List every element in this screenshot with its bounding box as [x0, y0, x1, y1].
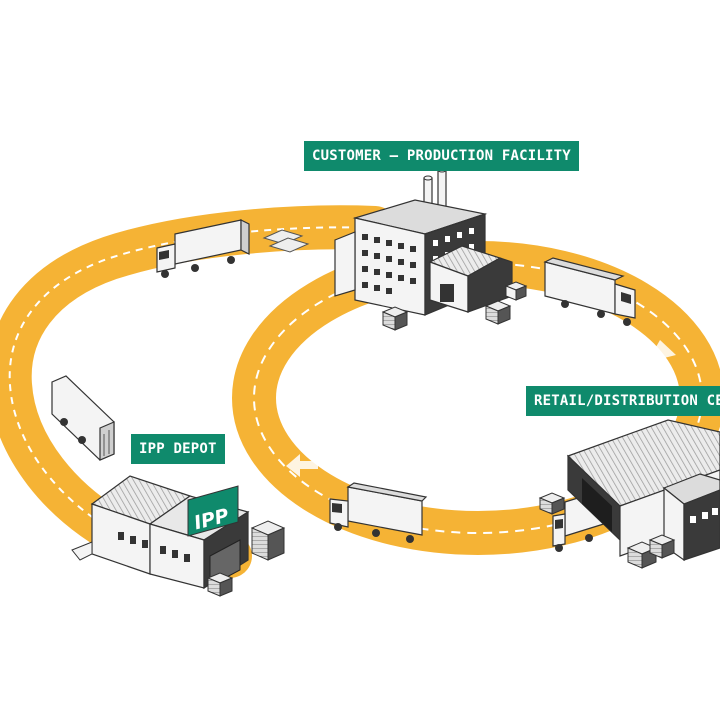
trailer-left [51, 375, 115, 461]
label-customer-production-facility: CUSTOMER – PRODUCTION FACILITY [304, 141, 579, 171]
truck-bottom-middle [329, 482, 428, 543]
outer-road-center-line [8, 226, 376, 541]
truck-top-right [543, 257, 636, 326]
label-retail-distribution-center: RETAIL/DISTRIBUTION CE [526, 386, 720, 416]
arrow-icon [112, 294, 152, 314]
arrow-icon [286, 454, 318, 477]
production-facility-building [334, 167, 513, 316]
arrow-icon [58, 322, 96, 342]
crates-at-retail [538, 492, 676, 569]
ipp-logo-panel [187, 485, 239, 537]
pallets-on-road [262, 229, 310, 253]
arrow-icon [636, 340, 676, 362]
crates-at-depot [206, 520, 286, 597]
direction-arrows [40, 294, 676, 477]
arrow-icon [40, 333, 78, 357]
label-ipp-depot: IPP DEPOT [131, 434, 225, 464]
crates-near-factory [381, 281, 528, 331]
truck-top-left [156, 219, 250, 278]
ipp-depot-building [71, 475, 250, 590]
